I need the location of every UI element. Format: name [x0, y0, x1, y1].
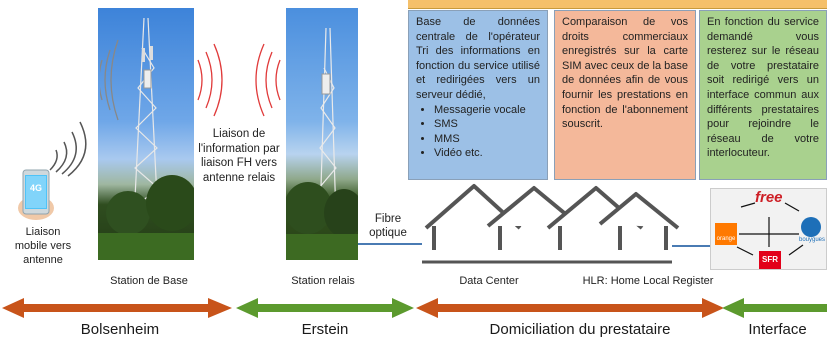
- phone-caption: Liaison mobile vers antenne: [14, 226, 72, 266]
- info-box-rights: Comparaison de vos droits commerciaux en…: [554, 10, 696, 180]
- zone-arrow-interface: [722, 298, 827, 318]
- service-item: Messagerie vocale: [434, 103, 540, 118]
- info-box-database: Base de données centrale de l'opérateur …: [408, 10, 548, 180]
- zone-label-erstein: Erstein: [301, 321, 349, 338]
- station-base-photo: [98, 8, 194, 260]
- zone-arrow-bolsenheim: [2, 298, 232, 318]
- service-list: Messagerie vocale SMS MMS Vidéo etc.: [416, 103, 540, 161]
- info-box-routing: En fonction du service demandé vous rest…: [699, 10, 827, 180]
- service-item: MMS: [434, 132, 540, 147]
- data-center-caption: Data Center: [459, 275, 519, 287]
- station-base-caption: Station de Base: [110, 275, 188, 287]
- operators-interface-diagram: free orange SFR bouygues: [710, 188, 827, 270]
- station-relais-caption: Station relais: [291, 275, 355, 287]
- fh-link-text: Liaison de l'information par liaison FH …: [198, 128, 280, 184]
- fibre-line: [358, 243, 422, 245]
- interface-arrows: [715, 202, 821, 269]
- zone-arrow-erstein: [236, 298, 414, 318]
- box3-text: En fonction du service demandé vous rest…: [707, 16, 819, 160]
- box2-text: Comparaison de vos droits commerciaux en…: [562, 16, 688, 131]
- operator-sfr: SFR: [762, 255, 778, 264]
- relay-signal-waves: [100, 39, 281, 121]
- operator-bouygues: bouygues: [798, 237, 826, 243]
- phone-signal-waves: [49, 121, 87, 177]
- top-banner-strip: [408, 0, 827, 9]
- zone-label-interface: Interface: [748, 321, 807, 338]
- service-item: Vidéo etc.: [434, 146, 540, 161]
- service-item: SMS: [434, 117, 540, 132]
- zone-arrows: [2, 298, 827, 318]
- operator-free: free: [755, 189, 783, 206]
- operator-orange: orange: [716, 236, 736, 242]
- data-center-buildings: [422, 184, 710, 264]
- zone-label-bolsenheim: Bolsenheim: [80, 321, 160, 338]
- box1-text: Base de données centrale de l'opérateur …: [416, 16, 540, 101]
- station-relais-photo: [286, 8, 358, 260]
- phone-illustration: 4G: [14, 168, 58, 220]
- zone-label-domiciliation: Domiciliation du prestataire: [489, 321, 671, 338]
- phone-4g-label: 4G: [29, 183, 42, 193]
- hlr-caption: HLR: Home Local Register: [582, 275, 714, 287]
- fibre-text: Fibre optique: [369, 213, 407, 239]
- zone-arrow-domiciliation: [416, 298, 724, 318]
